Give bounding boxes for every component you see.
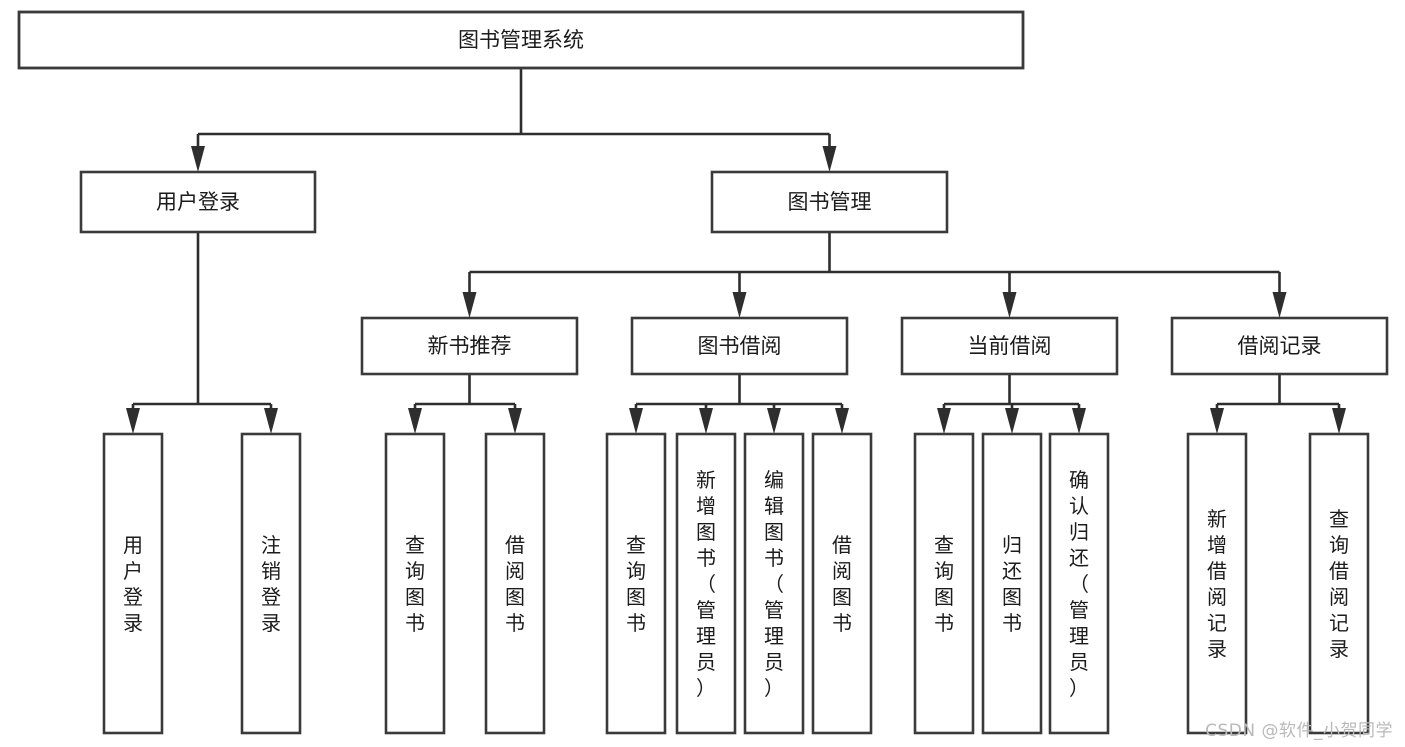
arrow-head-icon	[508, 408, 522, 434]
node-n4[interactable]: 图书借阅	[630, 316, 849, 376]
node-n8[interactable]: 注销登录	[240, 432, 302, 735]
node-label: 借阅图书	[832, 533, 852, 635]
arrow-head-icon	[629, 408, 643, 434]
node-label: 查询图书	[405, 533, 425, 635]
arrow-head-icon	[191, 146, 205, 172]
node-n0[interactable]: 图书管理系统	[17, 10, 1025, 70]
node-label: 编辑图书（管理员）	[764, 468, 784, 700]
node-n2[interactable]: 图书管理	[710, 170, 949, 234]
node-label: 借阅图书	[505, 533, 525, 635]
node-box[interactable]	[743, 432, 805, 735]
node-n19[interactable]: 查询借阅记录	[1308, 432, 1370, 735]
node-label: 用户登录	[123, 533, 143, 635]
node-n12[interactable]: 新增图书（管理员）	[675, 432, 737, 735]
node-n15[interactable]: 查询图书	[913, 432, 975, 735]
node-label: 查询图书	[626, 533, 646, 635]
arrow-head-icon	[264, 408, 278, 434]
arrow-head-icon	[408, 408, 422, 434]
arrow-head-icon	[1332, 408, 1346, 434]
node-label: 图书管理系统	[458, 28, 584, 52]
arrow-head-icon	[835, 408, 849, 434]
node-box[interactable]	[900, 316, 1119, 376]
node-label: 用户登录	[156, 190, 240, 214]
node-box[interactable]	[981, 432, 1043, 735]
arrow-head-icon	[1072, 408, 1086, 434]
node-label: 确认归还（管理员）	[1069, 468, 1089, 700]
node-box[interactable]	[1048, 432, 1110, 735]
connector-layer	[126, 68, 1346, 434]
node-box[interactable]	[17, 10, 1025, 70]
node-box[interactable]	[1186, 432, 1248, 735]
node-box[interactable]	[102, 432, 164, 735]
arrow-head-icon	[767, 408, 781, 434]
arrow-head-icon	[1210, 408, 1224, 434]
arrow-head-icon	[462, 292, 477, 318]
node-n10[interactable]: 借阅图书	[484, 432, 546, 735]
node-label: 当前借阅	[968, 334, 1052, 358]
arrow-head-icon	[126, 408, 140, 434]
arrow-head-icon	[732, 292, 747, 318]
node-label: 新增借阅记录	[1207, 507, 1227, 661]
connector-group-n6	[1210, 374, 1346, 434]
node-box[interactable]	[1308, 432, 1370, 735]
node-label: 查询借阅记录	[1329, 507, 1349, 661]
node-n3[interactable]: 新书推荐	[360, 316, 579, 376]
node-box[interactable]	[1170, 316, 1389, 376]
node-label: 注销登录	[261, 533, 281, 635]
node-box[interactable]	[360, 316, 579, 376]
connector-group-n5	[937, 374, 1086, 434]
node-label: 借阅记录	[1238, 334, 1322, 358]
node-label: 新增图书（管理员）	[696, 468, 716, 700]
arrow-head-icon	[1005, 408, 1019, 434]
node-n13[interactable]: 编辑图书（管理员）	[743, 432, 805, 735]
node-n5[interactable]: 当前借阅	[900, 316, 1119, 376]
node-box[interactable]	[710, 170, 949, 234]
node-label: 归还图书	[1002, 533, 1022, 635]
node-box[interactable]	[811, 432, 873, 735]
node-label: 图书借阅	[698, 334, 782, 358]
node-box[interactable]	[79, 170, 317, 234]
connector-group-n4	[629, 374, 849, 434]
node-label: 图书管理	[788, 190, 872, 214]
node-n16[interactable]: 归还图书	[981, 432, 1043, 735]
node-box[interactable]	[630, 316, 849, 376]
arrow-head-icon	[699, 408, 713, 434]
arrow-head-icon	[937, 408, 951, 434]
arrow-head-icon	[1002, 292, 1017, 318]
node-n11[interactable]: 查询图书	[605, 432, 667, 735]
node-box[interactable]	[675, 432, 737, 735]
node-box[interactable]	[484, 432, 546, 735]
node-label: 新书推荐	[428, 334, 512, 358]
node-n1[interactable]: 用户登录	[79, 170, 317, 234]
csdn-watermark: CSDN @软件_小贺同学	[1205, 721, 1393, 741]
node-box[interactable]	[240, 432, 302, 735]
connector-group-n3	[408, 374, 522, 434]
node-layer: 图书管理系统用户登录图书管理新书推荐图书借阅当前借阅借阅记录用户登录注销登录查询…	[17, 10, 1389, 735]
connector-group-n0	[191, 68, 837, 172]
node-n9[interactable]: 查询图书	[384, 432, 446, 735]
node-n7[interactable]: 用户登录	[102, 432, 164, 735]
arrow-head-icon	[822, 146, 837, 172]
node-box[interactable]	[605, 432, 667, 735]
connector-group-n2	[462, 232, 1287, 318]
connector-group-n1	[126, 232, 278, 434]
node-n18[interactable]: 新增借阅记录	[1186, 432, 1248, 735]
node-n14[interactable]: 借阅图书	[811, 432, 873, 735]
node-box[interactable]	[913, 432, 975, 735]
node-box[interactable]	[384, 432, 446, 735]
node-n17[interactable]: 确认归还（管理员）	[1048, 432, 1110, 735]
node-label: 查询图书	[934, 533, 954, 635]
node-n6[interactable]: 借阅记录	[1170, 316, 1389, 376]
arrow-head-icon	[1272, 292, 1287, 318]
